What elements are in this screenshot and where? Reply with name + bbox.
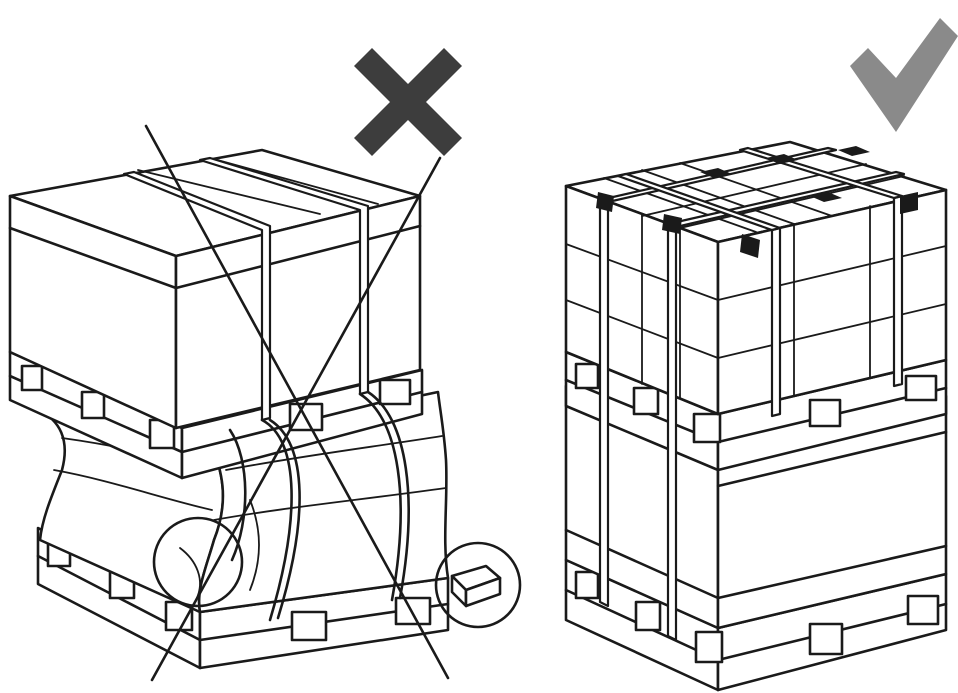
deformation-highlight-circle	[152, 516, 244, 608]
strike-line-1	[144, 124, 450, 680]
check-mark-icon	[850, 18, 958, 132]
correct-stack	[564, 140, 948, 692]
cross-mark-icon	[354, 48, 462, 156]
top-box-left	[8, 148, 422, 430]
incorrect-stack	[8, 124, 522, 682]
overhang-highlight-circle	[434, 541, 522, 629]
top-cartons-right	[564, 140, 948, 416]
loose-straps-left	[228, 390, 410, 622]
overhang-detail	[450, 564, 502, 608]
middle-pallet-left	[8, 350, 424, 480]
strike-line-2	[150, 156, 442, 682]
straps-right	[596, 146, 918, 642]
